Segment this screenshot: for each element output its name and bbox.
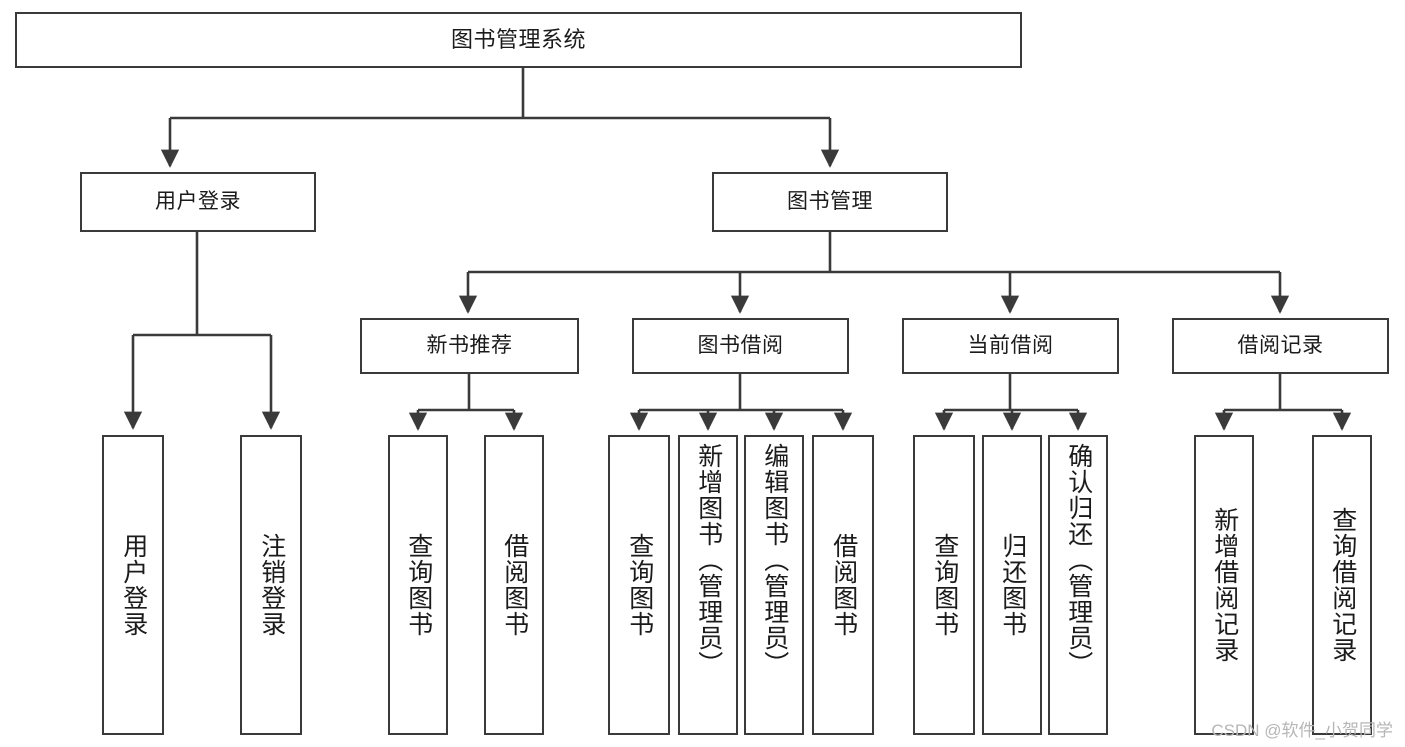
- node-book-borrow-label: 图书借阅: [697, 334, 784, 358]
- node-leaf-add-book[interactable]: 新增图书（管理员）: [678, 435, 738, 735]
- node-leaf-query-book-1[interactable]: 查询图书: [388, 435, 448, 735]
- node-leaf-user-login-label: 用户登录: [119, 533, 148, 637]
- node-leaf-return-book[interactable]: 归还图书: [982, 435, 1042, 735]
- node-borrow-record[interactable]: 借阅记录: [1172, 318, 1389, 374]
- node-root[interactable]: 图书管理系统: [15, 12, 1022, 68]
- node-new-book-rec-label: 新书推荐: [426, 334, 513, 358]
- node-leaf-query-record-label: 查询借阅记录: [1328, 507, 1357, 663]
- edges-borrow-record: [1214, 374, 1352, 431]
- edges-book-borrow: [629, 374, 853, 431]
- node-leaf-add-record-label: 新增借阅记录: [1210, 507, 1239, 663]
- node-user-login[interactable]: 用户登录: [80, 172, 316, 232]
- node-leaf-borrow-book-1[interactable]: 借阅图书: [484, 435, 544, 735]
- edges-current-borrow: [934, 374, 1088, 431]
- node-leaf-query-book-2[interactable]: 查询图书: [608, 435, 670, 735]
- edges-user-login: [123, 232, 281, 430]
- node-book-manage[interactable]: 图书管理: [712, 172, 948, 232]
- node-leaf-logout[interactable]: 注销登录: [240, 435, 302, 735]
- node-leaf-add-record[interactable]: 新增借阅记录: [1194, 435, 1254, 735]
- node-user-login-label: 用户登录: [155, 190, 241, 214]
- node-leaf-confirm-return-label: 确认归还（管理员）: [1064, 443, 1093, 677]
- node-book-manage-label: 图书管理: [787, 190, 873, 214]
- node-root-label: 图书管理系统: [450, 26, 586, 52]
- node-leaf-borrow-book-2-label: 借阅图书: [829, 533, 858, 637]
- node-leaf-return-book-label: 归还图书: [998, 533, 1027, 637]
- node-leaf-query-book-3-label: 查询图书: [930, 533, 959, 637]
- node-leaf-logout-label: 注销登录: [257, 533, 286, 637]
- node-new-book-rec[interactable]: 新书推荐: [360, 318, 579, 374]
- node-book-borrow[interactable]: 图书借阅: [632, 318, 849, 374]
- node-current-borrow-label: 当前借阅: [967, 334, 1054, 358]
- node-leaf-borrow-book-2[interactable]: 借阅图书: [812, 435, 874, 735]
- node-leaf-query-book-1-label: 查询图书: [404, 533, 433, 637]
- node-leaf-add-book-label: 新增图书（管理员）: [694, 443, 723, 677]
- node-leaf-query-record[interactable]: 查询借阅记录: [1312, 435, 1372, 735]
- node-current-borrow[interactable]: 当前借阅: [902, 318, 1119, 374]
- edges-new-book-rec: [408, 374, 524, 431]
- node-leaf-query-book-3[interactable]: 查询图书: [913, 435, 975, 735]
- node-leaf-borrow-book-1-label: 借阅图书: [500, 533, 529, 637]
- node-leaf-query-book-2-label: 查询图书: [625, 533, 654, 637]
- edges-book-manage: [458, 232, 1290, 314]
- node-leaf-edit-book[interactable]: 编辑图书（管理员）: [744, 435, 804, 735]
- node-leaf-edit-book-label: 编辑图书（管理员）: [760, 443, 789, 677]
- node-leaf-confirm-return[interactable]: 确认归还（管理员）: [1048, 435, 1108, 735]
- edges-root: [160, 68, 840, 168]
- node-borrow-record-label: 借阅记录: [1237, 334, 1324, 358]
- node-leaf-user-login[interactable]: 用户登录: [102, 435, 164, 735]
